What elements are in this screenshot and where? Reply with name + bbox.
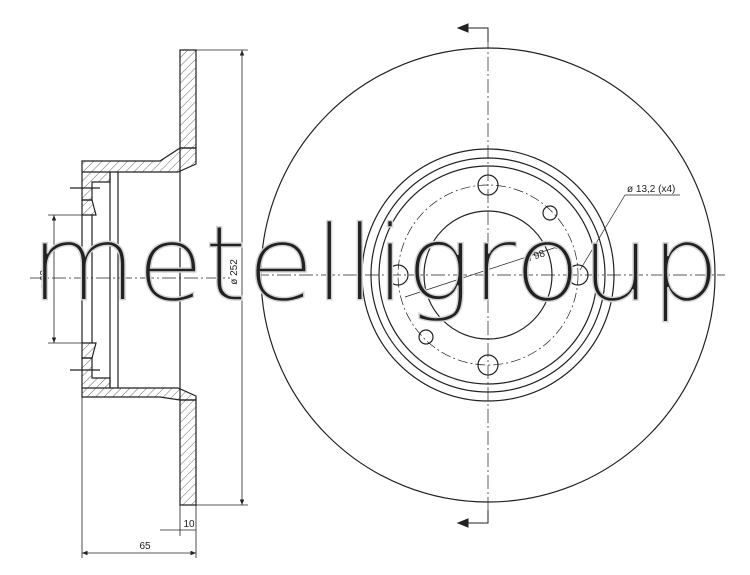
watermark-logo-text: metelligroup	[30, 203, 720, 325]
section-marker-bottom	[460, 510, 489, 524]
height-label: 65	[139, 541, 151, 552]
friction-ring-bottom-section	[179, 399, 197, 506]
locating-hole-lower-left	[418, 329, 434, 345]
section-arrow-top	[456, 23, 469, 33]
section-markers	[456, 23, 489, 528]
disc-diameter-label: ø 252	[229, 259, 240, 285]
pcd-leader	[404, 245, 561, 298]
hat-bottom-section	[81, 387, 197, 401]
side-dimensions	[48, 49, 248, 558]
bore-diameter-label: ø 68	[39, 270, 50, 290]
thickness-label: 10	[183, 519, 195, 530]
section-marker-top	[460, 27, 489, 42]
locating-hole-upper-right	[542, 205, 558, 221]
hub-wall-top	[81, 172, 111, 201]
bolt-hole-leader	[579, 194, 626, 271]
friction-ring-top-section	[179, 49, 197, 149]
front-center-lines	[255, 35, 725, 520]
side-section-view	[30, 49, 230, 506]
hub-boss-bottom	[81, 342, 97, 359]
section-arrow-bottom	[456, 518, 469, 528]
hub-wall-bottom	[81, 357, 111, 388]
hat-top-section	[81, 147, 197, 173]
hub-boss-top	[81, 199, 97, 216]
bolt-hole-label: ø 13,2 (x4)	[627, 184, 675, 195]
